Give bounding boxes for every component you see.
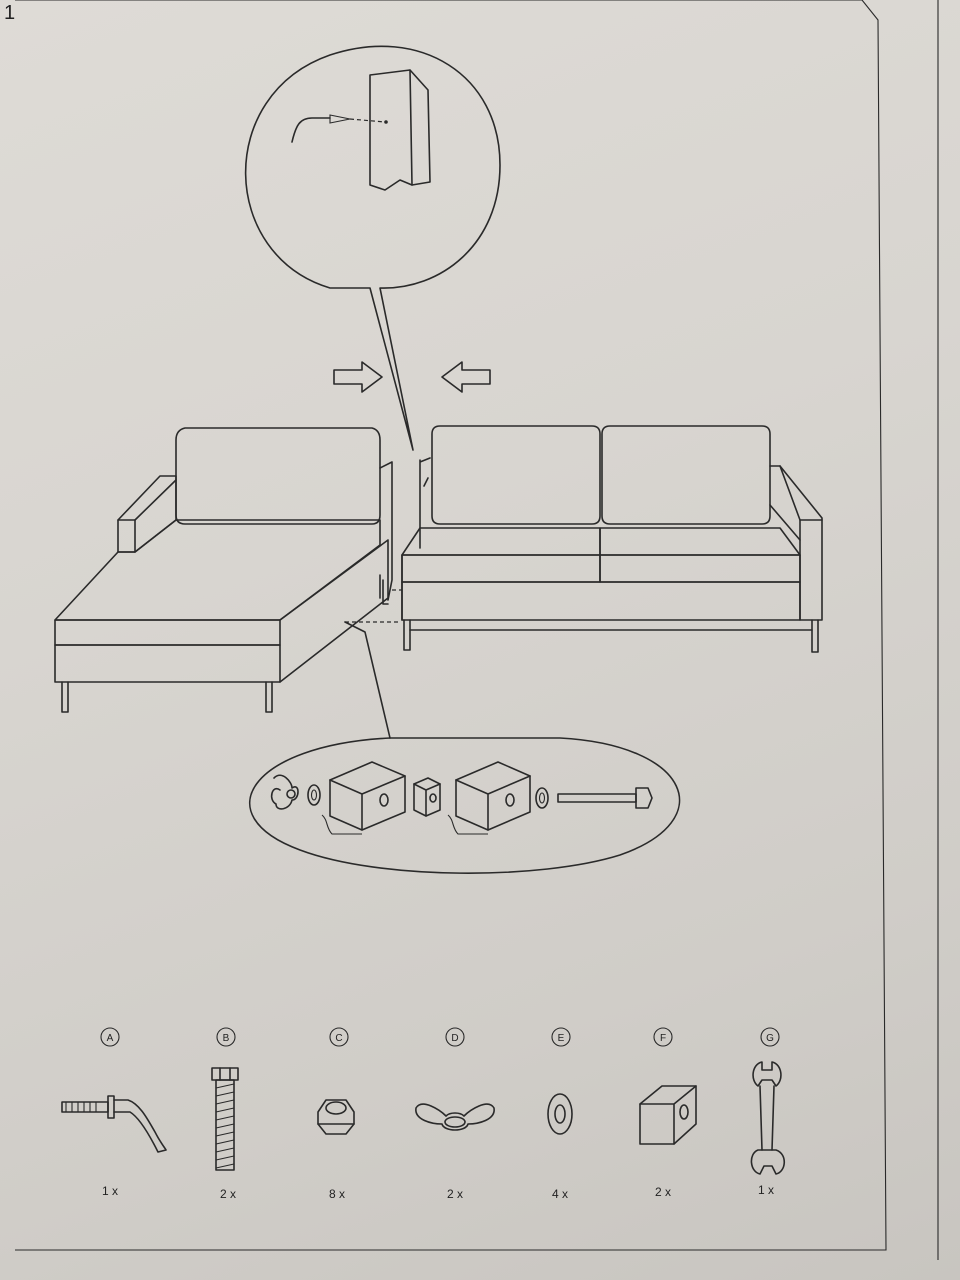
- part-letter-g: G: [766, 1033, 774, 1044]
- part-letter-e: E: [558, 1033, 565, 1044]
- sofa-section-icon: [401, 425, 823, 653]
- part-d-wing-nut-icon: [415, 1027, 495, 1131]
- parts-legend: A B C D E F G 1 x 2 x 8 x 2 x 4 x 2 x 1 …: [61, 1027, 786, 1201]
- part-e-washer-icon: [547, 1027, 573, 1135]
- part-letter-c: C: [335, 1033, 342, 1044]
- part-quantity-f: 2 x: [655, 1185, 671, 1199]
- part-b-hex-bolt-icon: [211, 1027, 239, 1171]
- part-quantity-c: 8 x: [329, 1187, 345, 1201]
- part-quantity-b: 2 x: [220, 1187, 236, 1201]
- part-c-hex-nut-icon: [317, 1027, 355, 1135]
- arrow-right-icon: [333, 361, 383, 393]
- chaise-section-icon: [54, 427, 393, 713]
- hook-marker: [423, 477, 429, 487]
- part-letter-a: A: [107, 1033, 114, 1044]
- part-quantity-a: 1 x: [102, 1184, 118, 1198]
- part-quantity-d: 2 x: [447, 1187, 463, 1201]
- part-letter-d: D: [451, 1033, 458, 1044]
- part-g-wrench-icon: [750, 1027, 786, 1175]
- part-letter-f: F: [660, 1033, 666, 1044]
- page-frame: [15, 0, 887, 1251]
- bolt-connection-detail-icon: [248, 621, 681, 874]
- part-quantity-e: 4 x: [552, 1187, 568, 1201]
- part-a-hook-screw-icon: [61, 1027, 167, 1153]
- part-quantity-g: 1 x: [758, 1183, 774, 1197]
- arrow-left-icon: [441, 361, 491, 393]
- part-letter-b: B: [223, 1033, 230, 1044]
- hook-screw-detail-icon: [244, 45, 501, 451]
- page-number: 1: [4, 2, 16, 24]
- part-f-square-block-icon: [639, 1027, 697, 1145]
